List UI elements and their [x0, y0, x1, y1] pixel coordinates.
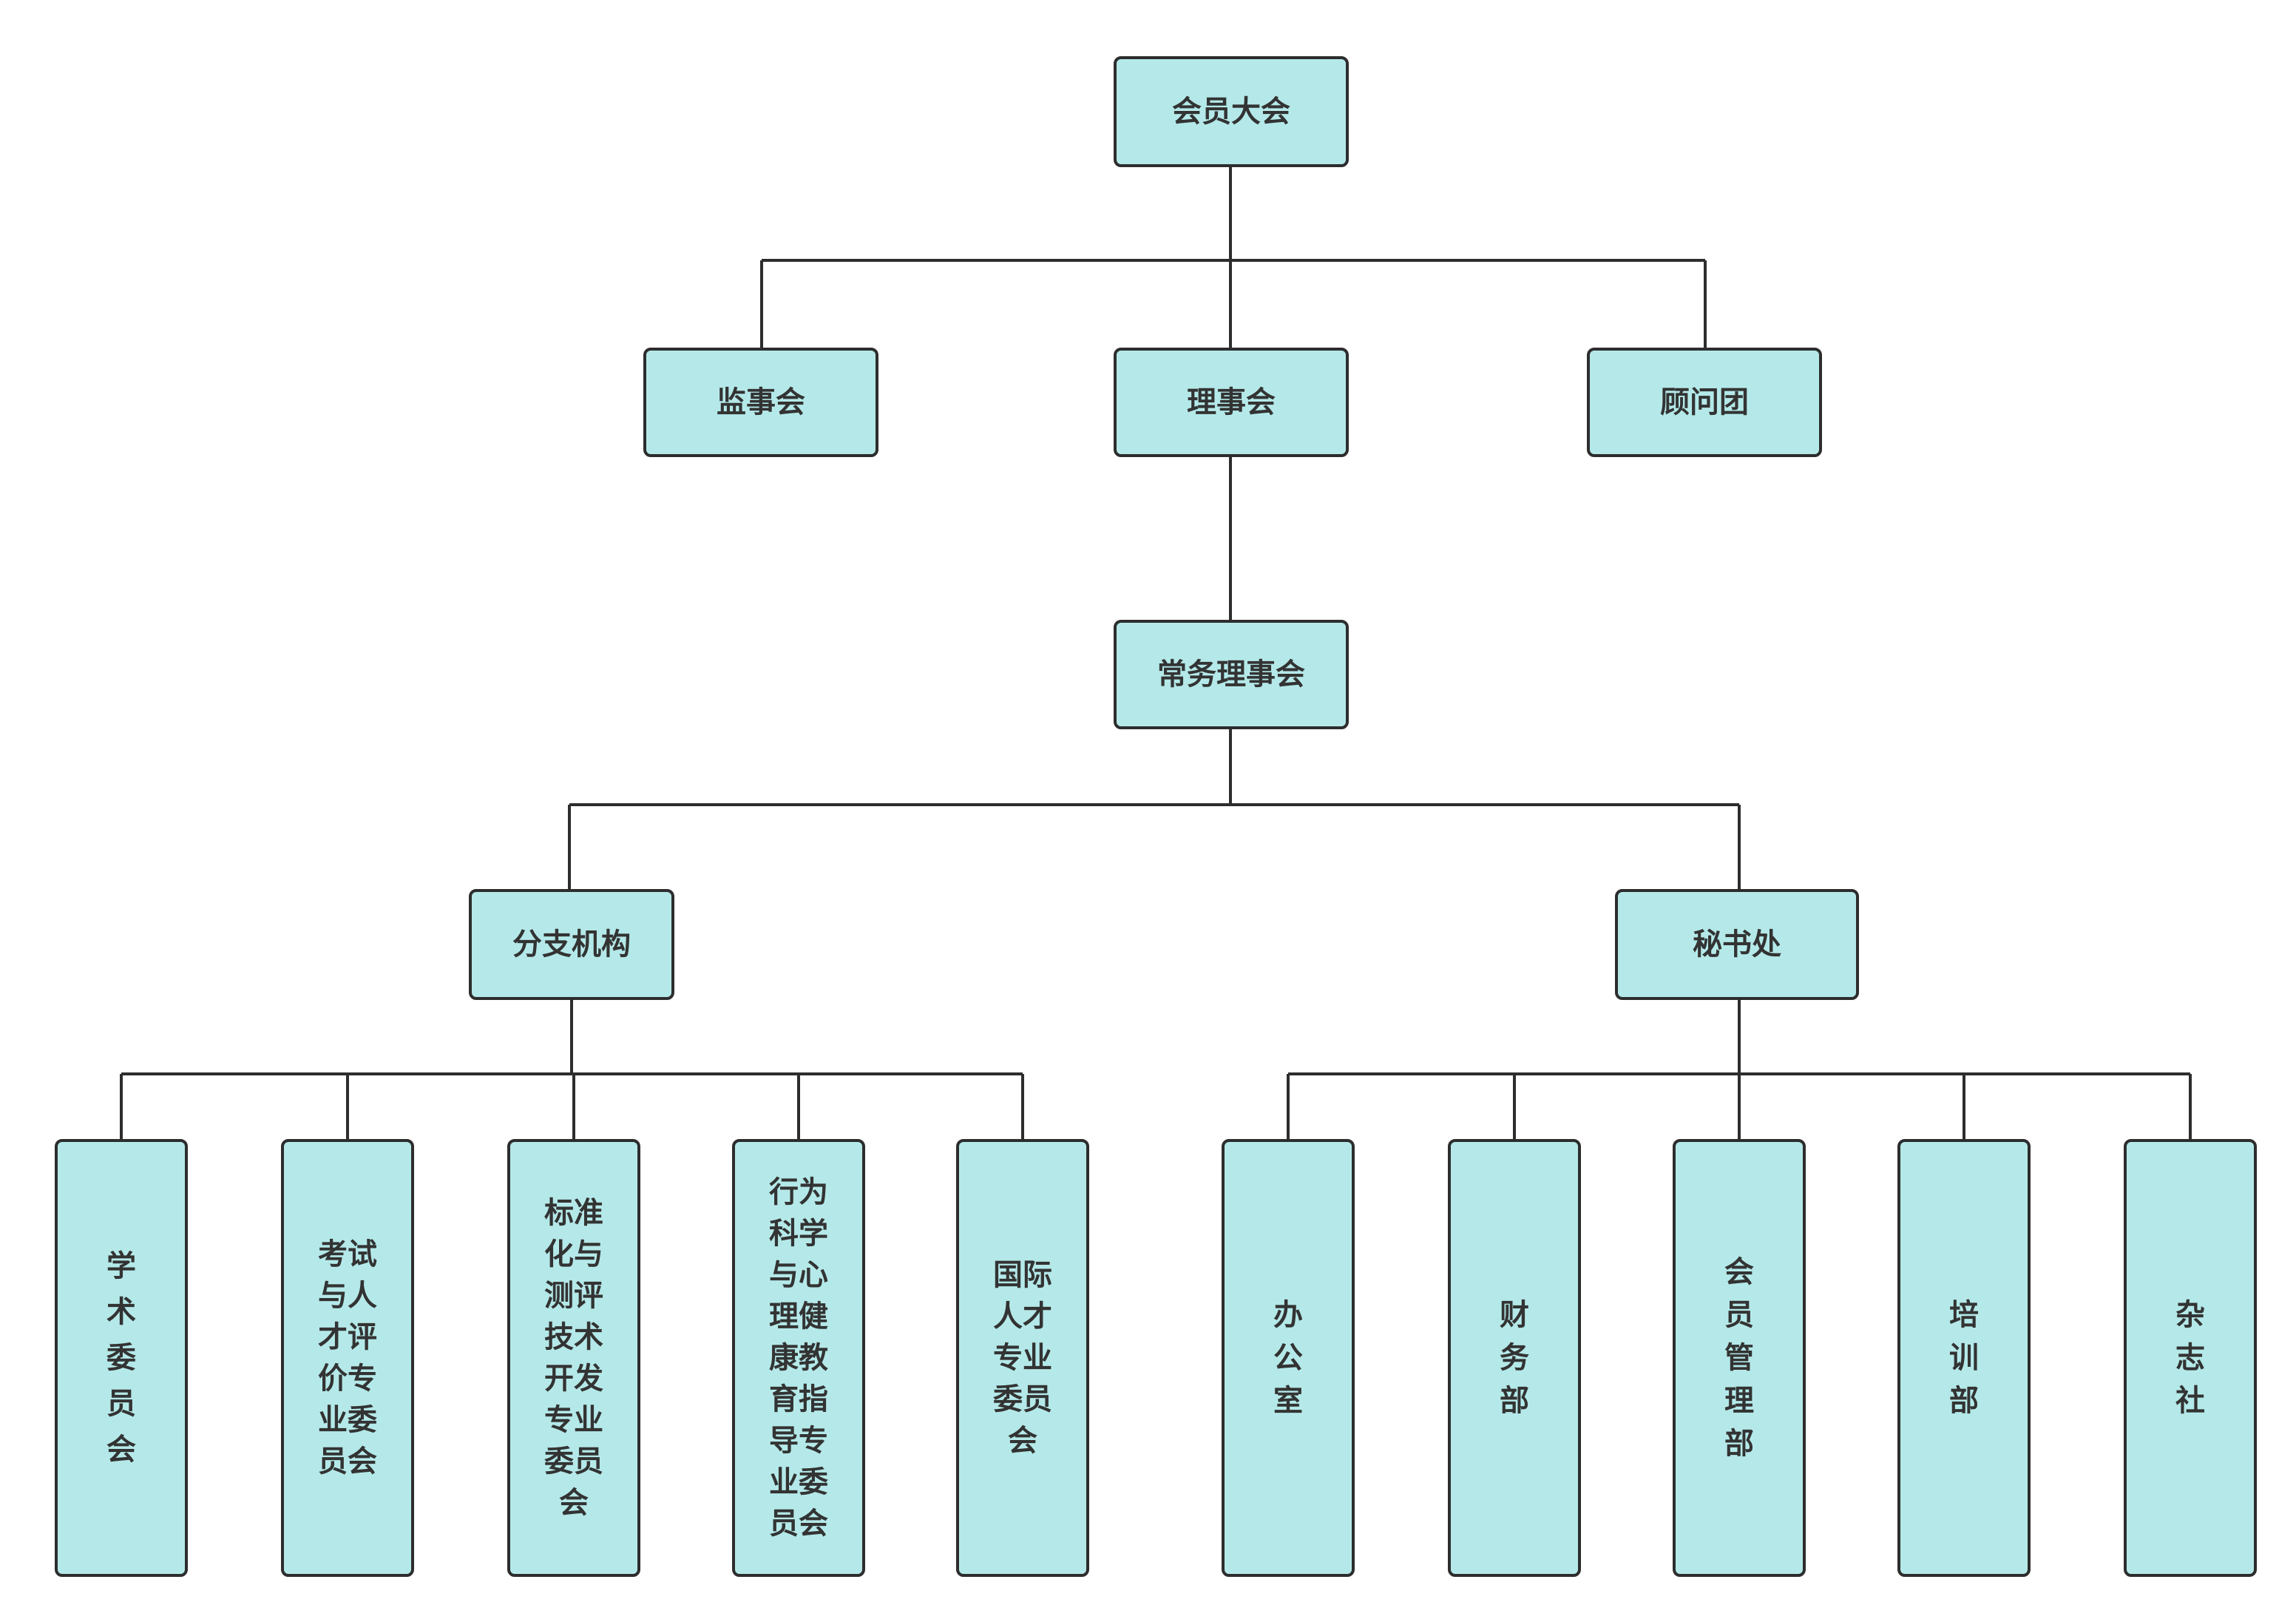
node-council[interactable]: 理事会 [1114, 348, 1349, 457]
node-office[interactable]: 办公室 [1222, 1139, 1355, 1577]
node-label: 学术委员会 [106, 1249, 136, 1467]
node-label: 常务理事会 [1157, 658, 1305, 692]
node-label: 理事会 [1187, 385, 1276, 419]
node-behavioral-science-mental-health-committee[interactable]: 行为科学与心理健康教育指导专业委员会 [732, 1139, 865, 1577]
node-academic-committee[interactable]: 学术委员会 [55, 1139, 188, 1577]
connector-root-to-level2 [760, 167, 1707, 348]
node-label: 会员大会 [1172, 95, 1290, 129]
node-international-talent-committee[interactable]: 国际人才专业委员会 [956, 1139, 1089, 1577]
node-branch-organizations[interactable]: 分支机构 [469, 889, 674, 1000]
node-label: 秘书处 [1693, 927, 1781, 962]
node-exam-talent-evaluation-committee[interactable]: 考试与人才评价专业委员会 [281, 1139, 414, 1577]
node-board-of-supervisors[interactable]: 监事会 [643, 348, 878, 457]
node-general-assembly[interactable]: 会员大会 [1114, 56, 1349, 167]
node-advisory-group[interactable]: 顾问团 [1587, 348, 1822, 457]
node-label: 监事会 [717, 385, 805, 419]
node-label: 会员管理部 [1724, 1255, 1754, 1461]
node-label: 考试与人才评价专业委员会 [318, 1237, 377, 1479]
connector-secretariat-to-children [1287, 1000, 2192, 1139]
node-label: 财务部 [1500, 1298, 1529, 1418]
connector-standing-to-level4 [568, 729, 1741, 889]
node-label: 办公室 [1273, 1298, 1303, 1418]
node-membership-department[interactable]: 会员管理部 [1673, 1139, 1806, 1577]
node-standardization-assessment-committee[interactable]: 标准化与测评技术开发专业委员会 [507, 1139, 640, 1577]
node-magazine[interactable]: 杂志社 [2124, 1139, 2257, 1577]
node-label: 标准化与测评技术开发专业委员会 [544, 1196, 603, 1520]
node-standing-council[interactable]: 常务理事会 [1114, 620, 1349, 729]
node-label: 行为科学与心理健康教育指导专业委员会 [769, 1175, 828, 1541]
connector-branches-to-children [120, 1000, 1024, 1139]
node-label: 分支机构 [512, 927, 631, 962]
node-label: 杂志社 [2175, 1298, 2205, 1418]
node-label: 国际人才专业委员会 [993, 1258, 1052, 1458]
node-secretariat[interactable]: 秘书处 [1615, 889, 1859, 1000]
node-training-department[interactable]: 培训部 [1897, 1139, 2031, 1577]
node-label: 培训部 [1949, 1298, 1979, 1418]
node-label: 顾问团 [1660, 385, 1749, 419]
node-finance-department[interactable]: 财务部 [1448, 1139, 1581, 1577]
